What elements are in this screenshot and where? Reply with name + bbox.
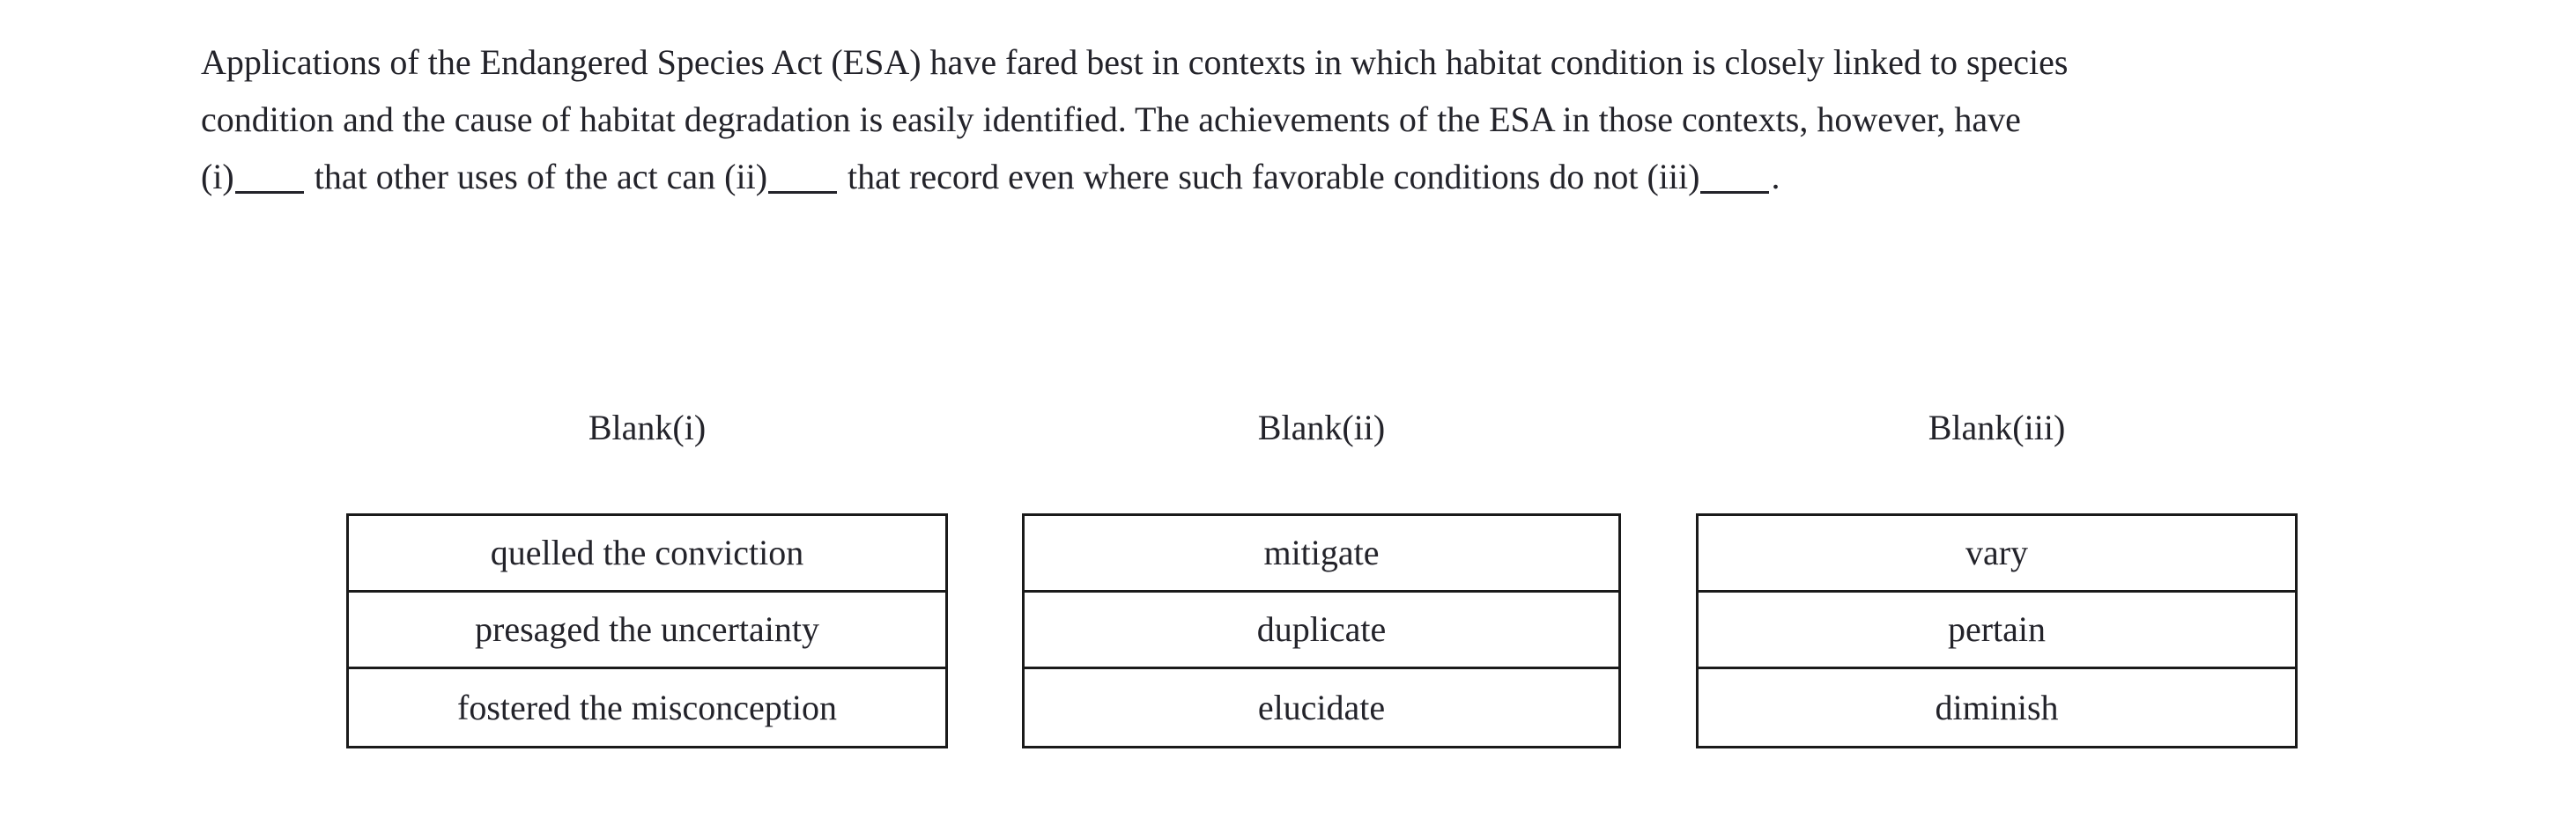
choice-row[interactable]: mitigate [1025,516,1618,593]
choice-row[interactable]: pertain [1699,593,2295,669]
blank-column-iii: Blank(iii) vary pertain diminish [1696,407,2298,748]
choice-row[interactable]: vary [1699,516,2295,593]
choice-row[interactable]: elucidate [1025,669,1618,746]
choice-table-blank-iii: vary pertain diminish [1696,513,2298,748]
choice-label: presaged the uncertainty [475,609,819,649]
choice-table-blank-i: quelled the conviction presaged the unce… [346,513,948,748]
choice-row[interactable]: fostered the misconception [349,669,945,746]
choice-row[interactable]: quelled the conviction [349,516,945,593]
blank-marker-ii: (ii) [724,157,768,196]
choice-row[interactable]: diminish [1699,669,2295,746]
choice-label: mitigate [1263,533,1380,572]
choice-label: pertain [1947,609,2047,649]
choice-row[interactable]: duplicate [1025,593,1618,669]
column-header-blank-iii: Blank(iii) [1928,408,2066,447]
blank-underline-ii [768,191,838,194]
choice-label: diminish [1935,687,2059,727]
choice-label: fostered the misconception [457,687,837,727]
blank-underline-iii [1700,191,1770,194]
column-header-blank-i: Blank(i) [588,408,707,447]
passage-line-3-text-b: that record even where such favorable co… [848,157,1639,196]
passage-line-3-text-c: . [1771,157,1780,196]
choice-label: elucidate [1257,687,1386,727]
choice-label: vary [1965,533,2029,572]
question-passage: Applications of the Endangered Species A… [201,33,2421,205]
passage-line-3: (i) that other uses of the act can (ii) … [201,148,2421,205]
blank-column-i: Blank(i) quelled the conviction presaged… [346,407,948,748]
blank-column-ii: Blank(ii) mitigate duplicate elucidate [1022,407,1621,748]
passage-line-3-text-a: that other uses of the act can [314,157,716,196]
choice-table-blank-ii: mitigate duplicate elucidate [1022,513,1621,748]
passage-line-1: Applications of the Endangered Species A… [201,42,2069,82]
choice-label: duplicate [1256,609,1387,649]
choice-row[interactable]: presaged the uncertainty [349,593,945,669]
blank-underline-i [234,191,304,194]
column-header-blank-ii: Blank(ii) [1257,408,1386,447]
blank-marker-iii: (iii) [1647,157,1700,196]
passage-line-2: condition and the cause of habitat degra… [201,100,2021,139]
choice-label: quelled the conviction [490,533,804,572]
blank-marker-i: (i) [201,157,234,196]
